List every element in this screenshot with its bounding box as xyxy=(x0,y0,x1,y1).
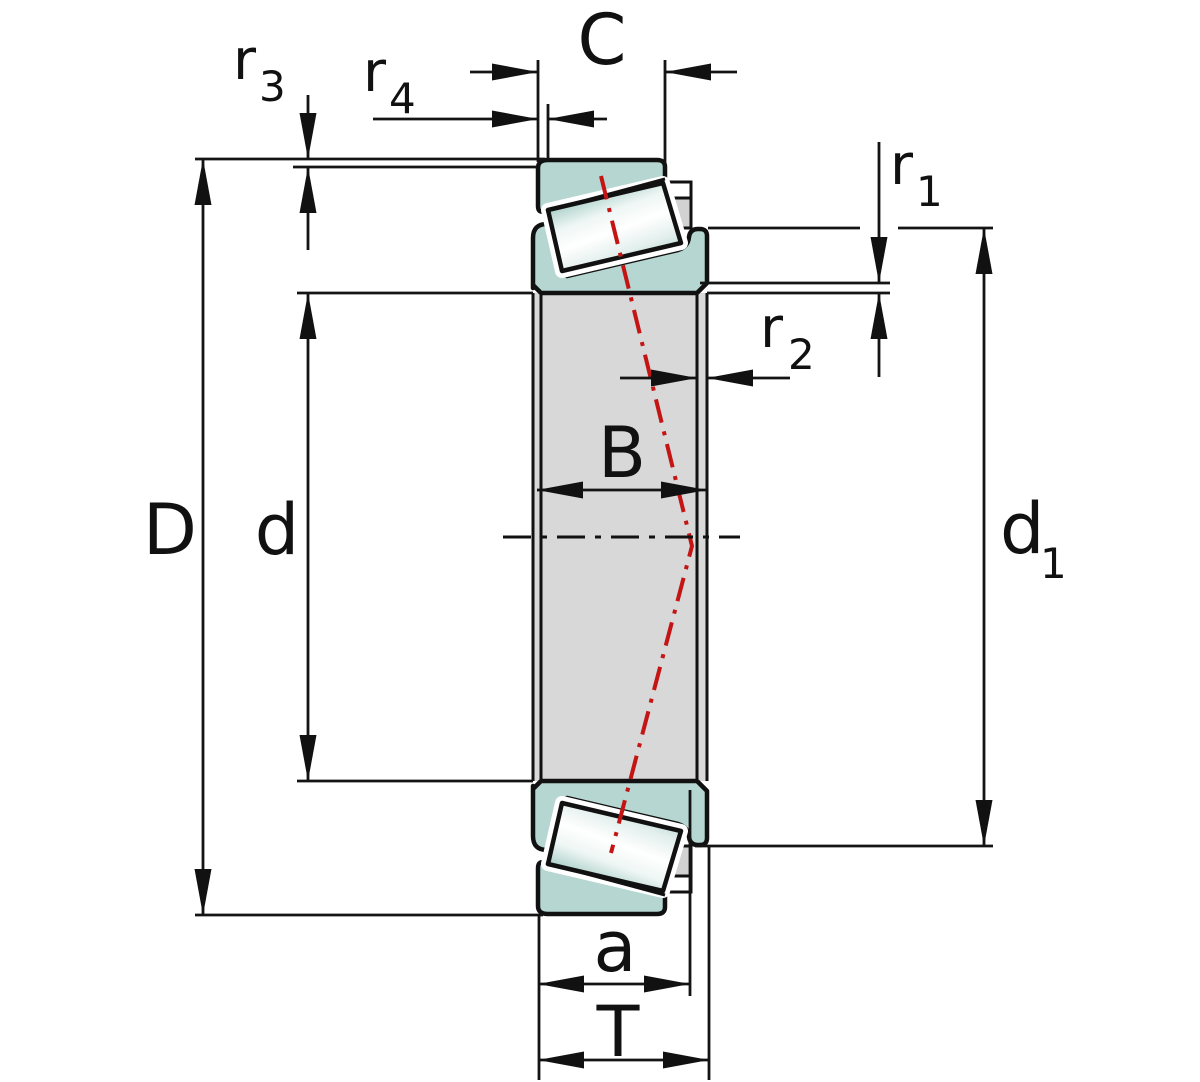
svg-text:r: r xyxy=(363,40,387,105)
extension-lines xyxy=(195,60,993,1080)
arrowheads xyxy=(194,63,993,1069)
label-cup-width-C: C xyxy=(578,0,627,81)
cup-raceway-bottom xyxy=(545,861,666,897)
svg-text:3: 3 xyxy=(259,62,286,111)
label-chamfer-r4: r 4 xyxy=(363,40,416,123)
svg-text:1: 1 xyxy=(916,167,943,216)
label-rib-diameter-d1: d 1 xyxy=(1000,488,1067,588)
label-chamfer-r3: r 3 xyxy=(233,28,286,111)
svg-text:r: r xyxy=(760,296,784,361)
svg-text:r: r xyxy=(233,28,257,93)
label-chamfer-r1: r 1 xyxy=(890,133,943,216)
label-chamfer-r2: r 2 xyxy=(760,296,815,379)
svg-text:2: 2 xyxy=(788,330,815,379)
label-bore-diameter-d: d xyxy=(255,489,299,571)
roller-axis-line xyxy=(599,175,695,854)
label-outside-diameter-D: D xyxy=(143,489,197,571)
svg-text:r: r xyxy=(890,133,914,198)
svg-text:1: 1 xyxy=(1040,539,1067,588)
label-total-width-T: T xyxy=(596,991,640,1073)
label-pressure-centre-a: a xyxy=(594,906,637,988)
label-cone-width-B: B xyxy=(598,412,646,494)
svg-text:d: d xyxy=(1000,488,1044,570)
svg-text:4: 4 xyxy=(389,74,416,123)
